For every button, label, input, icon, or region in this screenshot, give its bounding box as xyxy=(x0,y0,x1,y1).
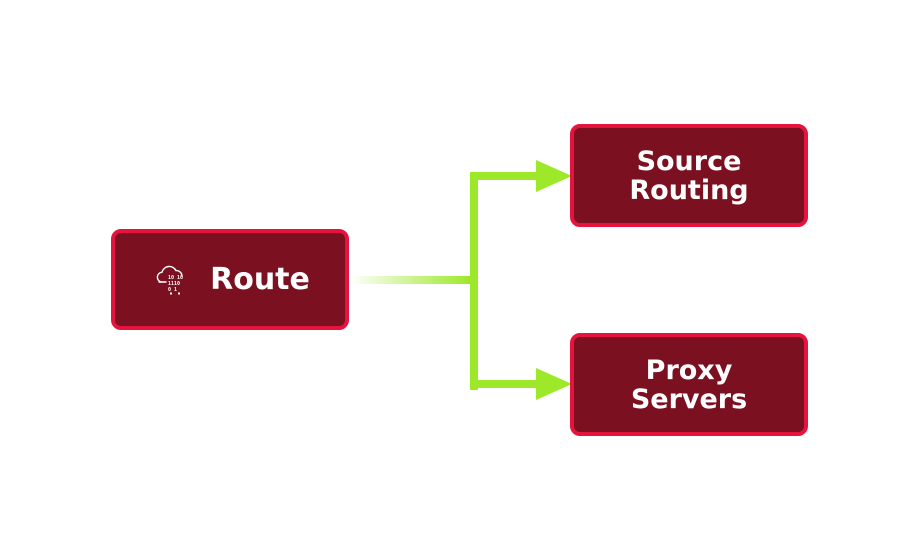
source-routing-node[interactable]: Source Routing xyxy=(570,124,808,227)
source-routing-label: Source Routing xyxy=(629,145,749,206)
svg-text:0 1: 0 1 xyxy=(168,287,177,293)
arrowhead-bottom xyxy=(536,368,572,400)
svg-text:10 10: 10 10 xyxy=(168,275,183,281)
route-label: Route xyxy=(210,262,310,297)
proxy-servers-node[interactable]: Proxy Servers xyxy=(570,333,808,436)
connector-trunk xyxy=(350,276,476,284)
proxy-servers-label: Proxy Servers xyxy=(630,354,748,415)
route-node[interactable]: 10 10 1110 0 1 Route xyxy=(111,229,349,330)
svg-text:1110: 1110 xyxy=(168,281,180,287)
cloud-data-icon: 10 10 1110 0 1 xyxy=(156,265,183,294)
connector-branch-bottom xyxy=(470,380,540,388)
connector-branch-top xyxy=(470,172,540,180)
arrowhead-top xyxy=(536,160,572,192)
route-node-content: 10 10 1110 0 1 Route xyxy=(154,262,310,297)
connector-vertical xyxy=(470,172,478,390)
